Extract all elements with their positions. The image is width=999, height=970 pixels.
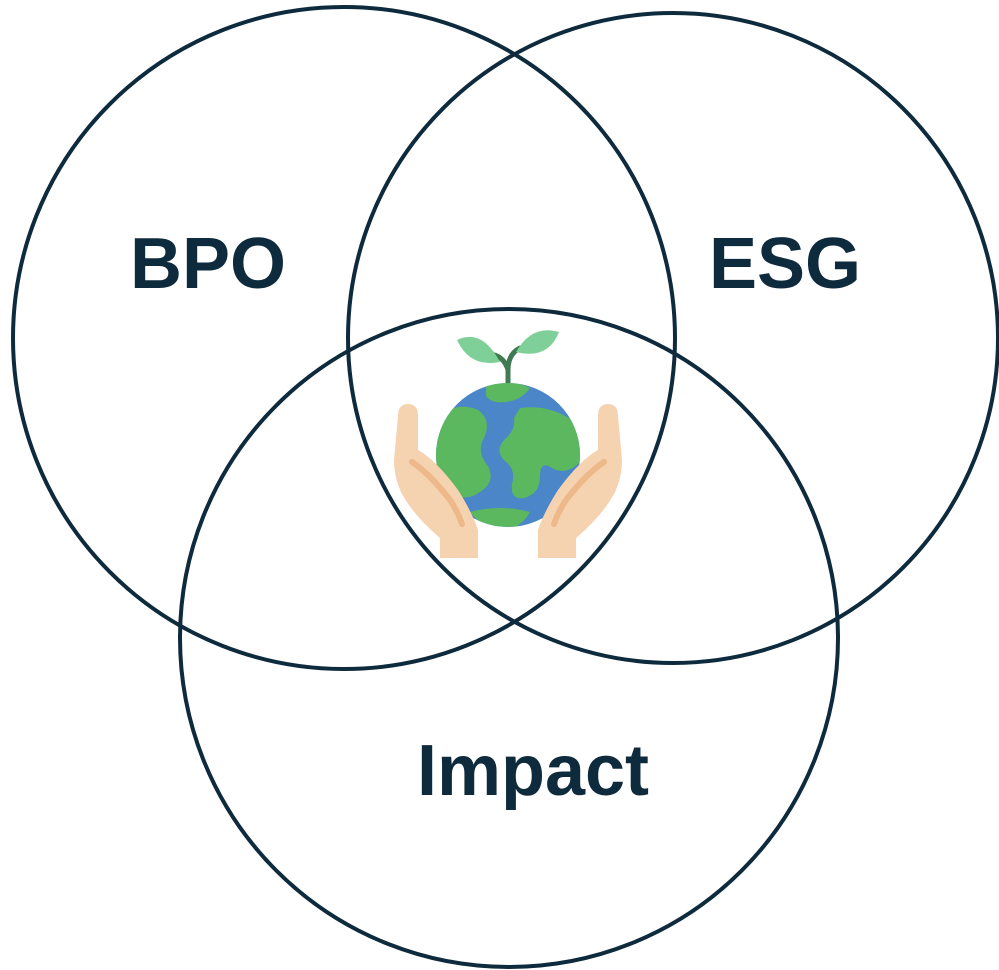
esg-label: ESG xyxy=(709,224,861,304)
hand-right-shade xyxy=(551,459,607,527)
leaf-left xyxy=(457,336,500,364)
globe-land-right xyxy=(499,407,580,499)
hand-left-shade xyxy=(409,459,465,527)
bpo-label: BPO xyxy=(130,224,286,304)
globe-land-top xyxy=(486,383,530,403)
esg-circle xyxy=(346,11,999,665)
leaf-right xyxy=(516,330,559,354)
globe-land-left xyxy=(436,406,491,498)
globe-land-bottom xyxy=(470,508,530,527)
impact-label: Impact xyxy=(417,731,649,811)
globe-in-hands-icon xyxy=(394,330,622,558)
impact-circle xyxy=(178,307,840,969)
bpo-circle xyxy=(11,5,677,671)
